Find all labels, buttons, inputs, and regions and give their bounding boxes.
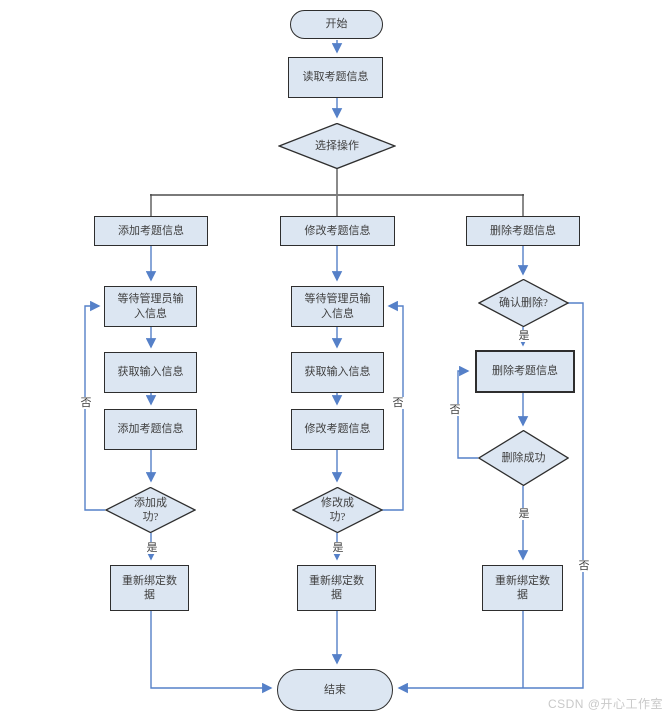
node-add-get-input-label: 获取输入信息 — [117, 366, 184, 379]
node-choose-operation-label: 选择操作 — [315, 139, 359, 152]
node-modify-do: 修改考题信息 — [291, 409, 384, 450]
node-add-rebind-label: 重新绑定数据 — [122, 574, 177, 601]
node-add-success-label: 添加成功? — [134, 496, 167, 523]
node-add-get-input: 获取输入信息 — [104, 352, 197, 393]
node-read-info-label: 读取考题信息 — [302, 71, 369, 84]
node-read-info: 读取考题信息 — [288, 57, 383, 98]
node-delete-success: 删除成功 — [478, 430, 569, 486]
label-no-add-loop: 否 — [74, 397, 98, 410]
node-branch-delete-label: 删除考题信息 — [490, 224, 556, 237]
label-yes-modify: 是 — [326, 542, 350, 555]
node-modify-success: 修改成功? — [292, 487, 383, 533]
node-modify-rebind: 重新绑定数据 — [297, 565, 376, 611]
node-start: 开始 — [290, 10, 383, 39]
diamond-shape — [292, 487, 383, 533]
label-yes-delete-success: 是 — [512, 508, 536, 521]
node-choose-operation: 选择操作 — [278, 123, 396, 169]
label-yes-add: 是 — [140, 542, 164, 555]
label-no-confirm: 否 — [572, 560, 596, 573]
node-delete-rebind: 重新绑定数据 — [482, 565, 563, 611]
node-add-do-label: 添加考题信息 — [117, 423, 184, 436]
label-no-modify-loop: 否 — [386, 397, 410, 410]
label-yes-confirm: 是 — [512, 330, 536, 343]
node-modify-get-input: 获取输入信息 — [291, 352, 384, 393]
node-end: 结束 — [277, 669, 393, 711]
node-branch-modify: 修改考题信息 — [280, 216, 395, 246]
node-branch-add: 添加考题信息 — [94, 216, 208, 246]
node-modify-wait-input: 等待管理员输入信息 — [291, 286, 384, 327]
node-add-rebind: 重新绑定数据 — [110, 565, 189, 611]
node-branch-modify-label: 修改考题信息 — [304, 224, 371, 237]
node-delete-do-label: 删除考题信息 — [492, 365, 558, 378]
label-no-delete-loop: 否 — [443, 404, 467, 417]
diamond-shape — [478, 430, 569, 486]
node-add-wait-input-label: 等待管理员输入信息 — [117, 293, 184, 320]
node-end-label: 结束 — [324, 683, 346, 696]
node-start-label: 开始 — [325, 18, 348, 31]
node-delete-do: 删除考题信息 — [475, 350, 575, 393]
node-delete-rebind-label: 重新绑定数据 — [495, 574, 550, 601]
node-modify-do-label: 修改考题信息 — [304, 423, 371, 436]
node-modify-wait-input-label: 等待管理员输入信息 — [304, 293, 371, 320]
node-branch-delete: 删除考题信息 — [466, 216, 580, 246]
node-delete-success-label: 删除成功 — [501, 451, 546, 464]
node-add-success: 添加成功? — [105, 487, 196, 533]
node-modify-success-label: 修改成功? — [321, 496, 354, 523]
node-modify-rebind-label: 重新绑定数据 — [309, 574, 364, 601]
edge-confirm-no-end — [397, 302, 584, 694]
node-modify-get-input-label: 获取输入信息 — [304, 366, 371, 379]
edge-rebind1-end — [150, 611, 273, 694]
node-branch-add-label: 添加考题信息 — [118, 224, 184, 237]
node-delete-confirm: 确认删除? — [478, 279, 569, 327]
diamond-shape — [105, 487, 196, 533]
diamond-shape — [278, 123, 396, 169]
node-add-do: 添加考题信息 — [104, 409, 197, 450]
csdn-watermark: CSDN @开心工作室 — [547, 697, 663, 711]
diamond-shape — [478, 279, 569, 327]
node-add-wait-input: 等待管理员输入信息 — [104, 286, 197, 327]
node-delete-confirm-label: 确认删除? — [499, 296, 548, 309]
